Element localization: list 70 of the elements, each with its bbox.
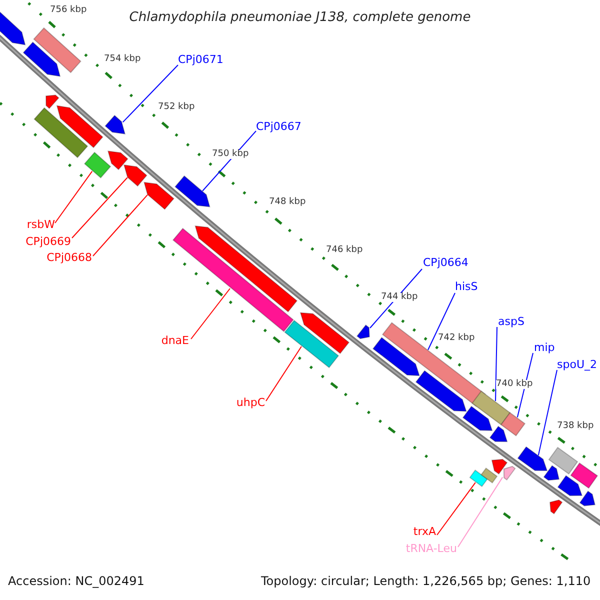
- scale-label: 742 kbp: [438, 334, 475, 343]
- gene-feature: [500, 412, 526, 436]
- gene-feature: [543, 465, 560, 481]
- gene-label: CPj0671: [178, 54, 224, 65]
- gene-label: hisS: [455, 281, 478, 292]
- gene-feature: [84, 152, 112, 178]
- gene-feature: [144, 182, 174, 210]
- gene-feature: [491, 458, 508, 475]
- leader-line: [458, 476, 504, 548]
- leader-line: [266, 346, 302, 402]
- gene-label: spoU_2: [557, 359, 597, 370]
- gene-feature: [284, 320, 340, 368]
- gene-label: CPj0668: [46, 252, 92, 263]
- scale-label: 748 kbp: [269, 198, 306, 207]
- leader-line: [202, 130, 256, 192]
- gene-feature: [172, 228, 294, 332]
- leader-line: [495, 326, 498, 402]
- leader-line: [92, 194, 148, 256]
- gene-label: dnaE: [161, 335, 189, 346]
- gene-feature: [194, 225, 298, 312]
- scale-label: 746 kbp: [326, 246, 363, 255]
- gene-feature: [480, 468, 498, 484]
- gene-feature: [462, 406, 493, 432]
- gene-label: aspS: [498, 316, 524, 327]
- gene-feature: [22, 42, 61, 77]
- gene-label: mip: [534, 342, 555, 353]
- scale-label: 752 kbp: [158, 103, 195, 112]
- title: Chlamydophila pneumoniae J138, complete genome: [128, 11, 472, 24]
- gene-feature: [372, 336, 420, 376]
- gene-label: CPj0664: [423, 257, 468, 268]
- gene-feature: [548, 446, 578, 475]
- gene-feature: [503, 466, 516, 480]
- gene-label: CPj0667: [256, 121, 302, 132]
- scale-label: 740 kbp: [496, 380, 533, 389]
- gene-feature: [33, 27, 82, 74]
- gene-feature: [517, 446, 548, 472]
- gene-feature: [469, 470, 488, 488]
- footer-text: Accession: NC_002491: [8, 575, 144, 587]
- scale-label: 738 kbp: [557, 422, 594, 431]
- gene-feature: [107, 150, 128, 170]
- leader-line: [436, 482, 476, 536]
- gene-feature: [415, 370, 467, 412]
- scale-label: 744 kbp: [381, 293, 418, 302]
- leader-line: [428, 292, 456, 350]
- scale-label: 754 kbp: [104, 55, 141, 64]
- gene-label: uhpC: [236, 397, 265, 408]
- gene-label: rsbW: [26, 219, 55, 230]
- gene-feature: [557, 475, 583, 496]
- gene-feature: [46, 94, 60, 110]
- gene-feature: [549, 499, 563, 514]
- scale-label: 756 kbp: [50, 6, 87, 15]
- gene-label: trxA: [413, 526, 436, 537]
- gene-feature: [34, 107, 88, 158]
- leader-line: [72, 177, 128, 238]
- gene-feature: [472, 390, 511, 426]
- gene-feature: [570, 462, 598, 489]
- leader-line: [122, 64, 178, 123]
- gene-feature: [123, 164, 148, 187]
- gene-feature: [300, 312, 350, 354]
- gene-label: tRNA-Leu: [406, 543, 457, 554]
- gene-feature: [174, 175, 210, 208]
- gene-feature: [356, 324, 370, 340]
- gene-label: CPj0669: [26, 236, 71, 247]
- gene-feature: [104, 114, 126, 134]
- leader-line: [54, 170, 93, 224]
- scale-label: 750 kbp: [212, 150, 249, 159]
- leader-line: [538, 370, 558, 456]
- gene-feature: [56, 105, 104, 148]
- leader-line: [190, 288, 230, 340]
- footer-text: Topology: circular; Length: 1,226,565 bp; Genes: 1,110: [261, 575, 591, 587]
